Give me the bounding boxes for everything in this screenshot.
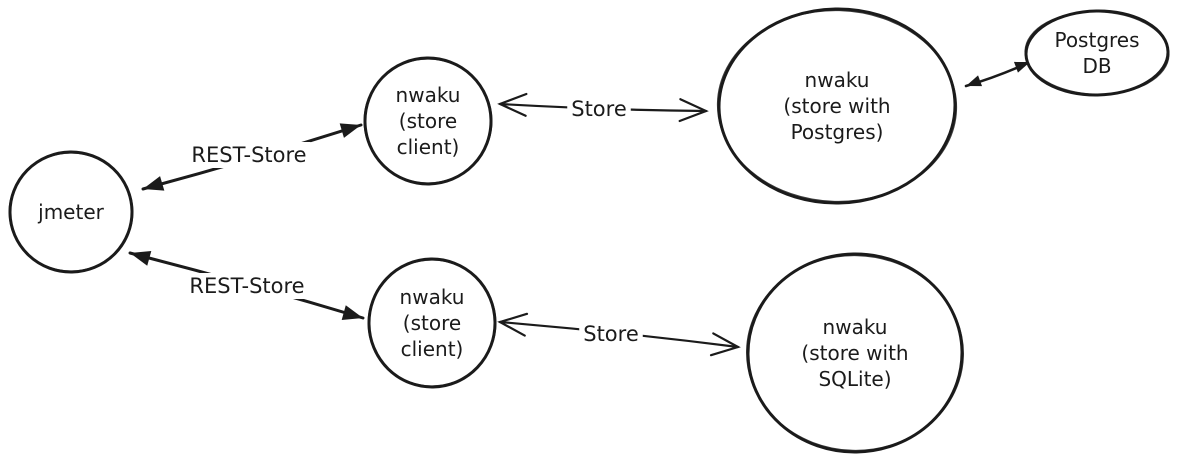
node-shape-nwaku-store-client-bottom	[367, 257, 497, 389]
node-label-nwaku-store-sqlite-line-0: nwaku	[823, 315, 888, 339]
arrowhead-filled	[966, 75, 983, 87]
edge-label-rest-store-bottom: REST-Store	[189, 274, 304, 298]
arrowhead-filled	[1013, 61, 1030, 73]
node-shape-nwaku-store-sqlite	[746, 252, 964, 454]
node-label-postgres-db-line-1: DB	[1082, 54, 1111, 78]
node-label-nwaku-store-postgres-line-1: (store with	[783, 94, 890, 118]
edge-label-backdrop	[185, 273, 309, 299]
arrowhead-open	[678, 98, 709, 123]
node-label-nwaku-store-client-bottom-line-0: nwaku	[400, 285, 465, 309]
arrowhead-filled	[143, 176, 165, 191]
node-shape-nwaku-store-client-top	[363, 56, 493, 186]
node-label-nwaku-store-client-top-line-1: (store	[399, 109, 457, 133]
node-label-nwaku-store-client-top-line-0: nwaku	[396, 83, 461, 107]
node-shape-overdraw	[367, 259, 497, 387]
arrowhead-filled	[130, 251, 152, 266]
node-label-nwaku-store-postgres-line-2: Postgres)	[791, 120, 884, 144]
edge-store-top: Store	[497, 92, 709, 123]
node-jmeter: jmeter	[8, 150, 134, 274]
edge-label-store-top: Store	[571, 97, 627, 121]
node-shape-jmeter	[8, 150, 134, 274]
edge-label-store-bottom: Store	[583, 322, 639, 346]
arrowhead-open	[497, 312, 529, 337]
node-shape-overdraw	[716, 9, 958, 203]
node-label-nwaku-store-postgres-line-0: nwaku	[805, 68, 870, 92]
edge-label-backdrop	[187, 142, 311, 168]
node-label-postgres-db-line-0: Postgres	[1054, 28, 1139, 52]
edge-store-bottom: Store	[497, 312, 741, 357]
node-label-nwaku-store-sqlite-line-2: SQLite)	[818, 367, 891, 391]
node-label-nwaku-store-client-bottom-line-2: client)	[401, 337, 464, 361]
node-label-nwaku-store-sqlite-line-1: (store with	[801, 341, 908, 365]
arrowhead-open	[709, 332, 741, 357]
node-label-jmeter-line-0: jmeter	[37, 200, 104, 224]
node-shape-overdraw	[1024, 10, 1170, 96]
arrowhead-filled	[339, 123, 361, 138]
node-shape-overdraw	[8, 152, 134, 272]
edge-postgres-db-link	[964, 60, 1032, 88]
arrowhead-filled	[341, 305, 363, 320]
edge-label-backdrop	[567, 96, 631, 122]
node-shape-overdraw	[746, 254, 964, 452]
edge-label-rest-store-top: REST-Store	[191, 143, 306, 167]
arrowhead-open	[497, 92, 528, 117]
node-shape-nwaku-store-postgres	[717, 7, 957, 205]
edge-rest-store-bottom: REST-Store	[128, 251, 365, 320]
node-shape-overdraw	[363, 58, 493, 184]
node-label-nwaku-store-client-bottom-line-1: (store	[403, 311, 461, 335]
edge-label-backdrop	[579, 321, 643, 347]
edge-rest-store-top: REST-Store	[141, 123, 363, 191]
node-label-nwaku-store-client-top-line-2: client)	[397, 135, 460, 159]
